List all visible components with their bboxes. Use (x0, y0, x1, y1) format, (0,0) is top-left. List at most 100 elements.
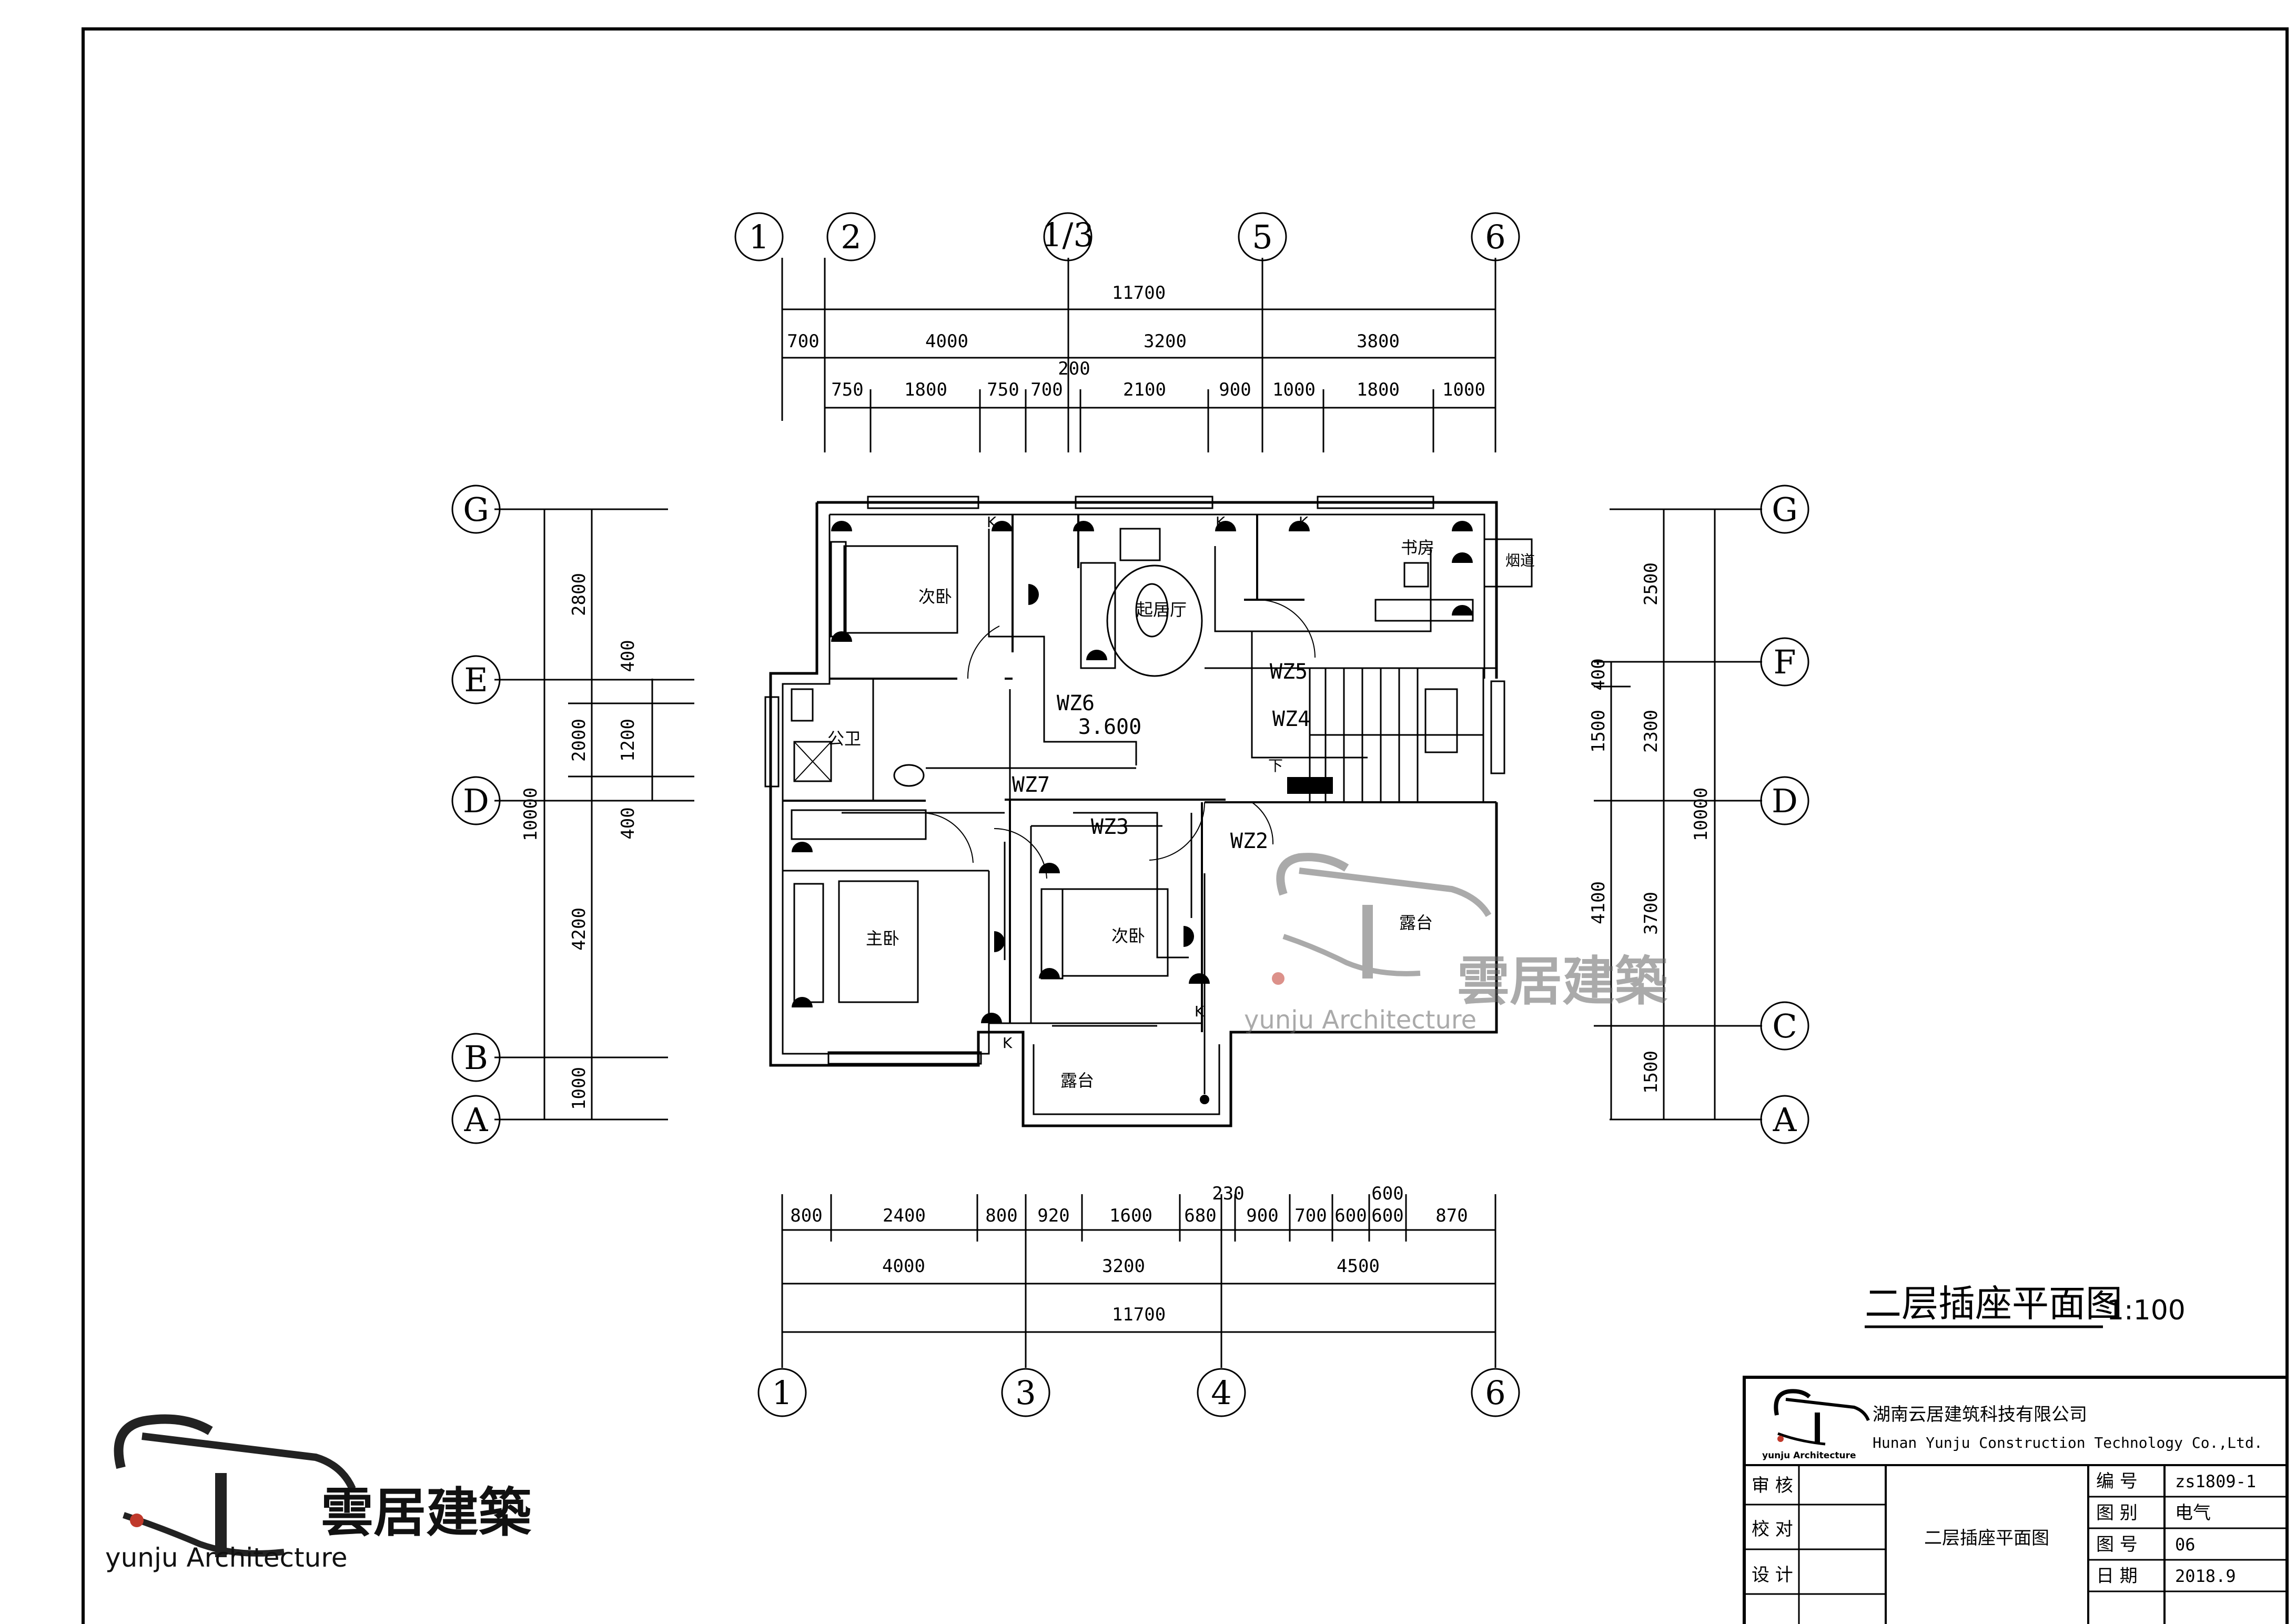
bottom-dimensions (781, 1194, 1496, 1368)
tb-field-value: 06 (2175, 1535, 2196, 1555)
axis-label: 6 (1485, 1374, 1505, 1412)
axis-bubble (1760, 637, 1809, 687)
axis-label: F (1773, 643, 1796, 681)
tb-company-en: Hunan Yunju Construction Technology Co.,… (1873, 1434, 2263, 1451)
axis-bubble (826, 212, 876, 261)
room-label: 次卧 (1111, 926, 1145, 946)
socket-label: K (1299, 513, 1309, 531)
dim-bottom-extra: 600 (1371, 1183, 1403, 1204)
watermark-corner: 雲居建築 yunju Architecture (105, 1414, 532, 1573)
dim-bottom-row1: 2400 (883, 1205, 926, 1226)
tb-role: 校 对 (1752, 1519, 1793, 1540)
socket-symbols (792, 521, 1473, 1104)
dim-left-total: 10000 (520, 788, 541, 841)
axis-bubble (451, 776, 501, 825)
axis-label: A (464, 1101, 489, 1139)
dim-top-row1: 3200 (1144, 331, 1187, 352)
axis-label: 1 (772, 1374, 792, 1412)
dim-bottom-row1: 870 (1435, 1205, 1468, 1226)
tb-role: 设 计 (1752, 1565, 1793, 1586)
axis-label: 5 (1252, 218, 1272, 256)
room-label: 露台 (1060, 1071, 1094, 1091)
dim-bottom-row2: 3200 (1102, 1256, 1145, 1277)
tb-field-value: 电气 (2175, 1502, 2211, 1524)
drawing-scale: 1:100 (2107, 1295, 2186, 1326)
room-label: 次卧 (918, 587, 952, 607)
axis-bubble (1197, 1368, 1246, 1417)
axis-bubble (1001, 1368, 1050, 1417)
dim-right-outer: 2300 (1641, 710, 1662, 753)
dim-bottom-row1: 680 (1184, 1205, 1216, 1226)
axis-label: A (1773, 1101, 1797, 1139)
dim-right-inner: 1500 (1588, 710, 1609, 753)
axis-bubble (451, 485, 501, 534)
dim-right-total: 10000 (1691, 788, 1712, 841)
socket-label: K (1216, 513, 1226, 531)
dim-bottom-row1: 800 (985, 1205, 1017, 1226)
dim-bottom-row1: 700 (1294, 1205, 1327, 1226)
axis-bubble (1760, 1001, 1809, 1051)
dim-bottom-row1: 600 (1371, 1205, 1403, 1226)
socket-label: K (987, 513, 997, 531)
dim-top-row2: 700 (1030, 379, 1063, 400)
watermark-corner-cn: 雲居建築 (321, 1481, 532, 1544)
dim-right-inner: 4100 (1588, 881, 1609, 924)
dim-bottom-row1: 800 (790, 1205, 822, 1226)
axis-bubble (757, 1368, 807, 1417)
axis-label: 3 (1015, 1374, 1036, 1412)
dim-left-inner: 400 (618, 807, 639, 839)
dim-bottom-row1: 600 (1334, 1205, 1367, 1226)
dim-bottom-row2: 4000 (882, 1256, 925, 1277)
dim-left-outer: 4200 (569, 907, 590, 951)
dim-top-row2: 1000 (1442, 379, 1485, 400)
dim-top-row1: 700 (787, 331, 819, 352)
dim-left-outer: 2000 (569, 719, 590, 762)
socket-label: K (1195, 1003, 1205, 1020)
axis-bubble (1760, 776, 1809, 825)
axis-bubble (451, 1095, 501, 1144)
dim-top-row2: 750 (987, 379, 1019, 400)
axis-bubble (451, 1033, 501, 1082)
axis-label: 1 (749, 218, 769, 256)
axis-label: 1/3 (1041, 216, 1094, 254)
left-axis-bubbles: G E D B A (451, 485, 544, 1144)
level-mark: 3.600 (1078, 715, 1141, 739)
right-dimensions (1594, 508, 1762, 1121)
dim-right-outer: 3700 (1641, 892, 1662, 935)
axis-bubble (1043, 212, 1093, 261)
tb-field-value: zs1809-1 (2175, 1471, 2256, 1491)
dim-bottom-extra: 230 (1212, 1183, 1244, 1204)
tb-field-value: 2018.9 (2175, 1566, 2236, 1586)
axis-label: G (463, 490, 489, 529)
dim-left-outer: 2800 (569, 573, 590, 616)
dim-bottom-total: 11700 (1112, 1304, 1166, 1325)
room-label: 书房 (1401, 538, 1434, 558)
room-label: 烟道 (1505, 552, 1535, 569)
circuit-label: WZ4 (1272, 707, 1310, 731)
axis-label: E (464, 661, 488, 699)
circuit-label: WZ2 (1230, 829, 1268, 853)
dim-bottom-row2: 4500 (1337, 1256, 1380, 1277)
axis-label: C (1772, 1007, 1797, 1045)
axis-bubble (1471, 1368, 1520, 1417)
room-label: 起居厅 (1136, 600, 1187, 620)
left-dimensions (494, 508, 694, 1121)
axis-bubble (1760, 485, 1809, 534)
dim-right-outer: 2500 (1641, 562, 1662, 606)
axis-bubble (1471, 212, 1520, 261)
right-axis-bubbles: G F D C A (1760, 485, 1809, 1144)
axis-label: D (1772, 782, 1798, 820)
tb-field-label: 编 号 (2096, 1471, 2138, 1492)
top-axis-bubbles: 1 2 1/3 5 6 (734, 212, 1520, 261)
room-label: 露台 (1399, 913, 1433, 933)
axis-label: G (1772, 490, 1798, 529)
dim-top-row1: 3800 (1357, 331, 1400, 352)
drawing-title-text: 二层插座平面图 (1865, 1282, 2122, 1325)
axis-label: B (464, 1038, 488, 1077)
top-dimensions (781, 258, 1496, 452)
watermark-corner-en: yunju Architecture (105, 1542, 348, 1573)
axis-bubble (451, 655, 501, 704)
dim-top-row1: 4000 (925, 331, 968, 352)
axis-label: 2 (841, 218, 861, 256)
